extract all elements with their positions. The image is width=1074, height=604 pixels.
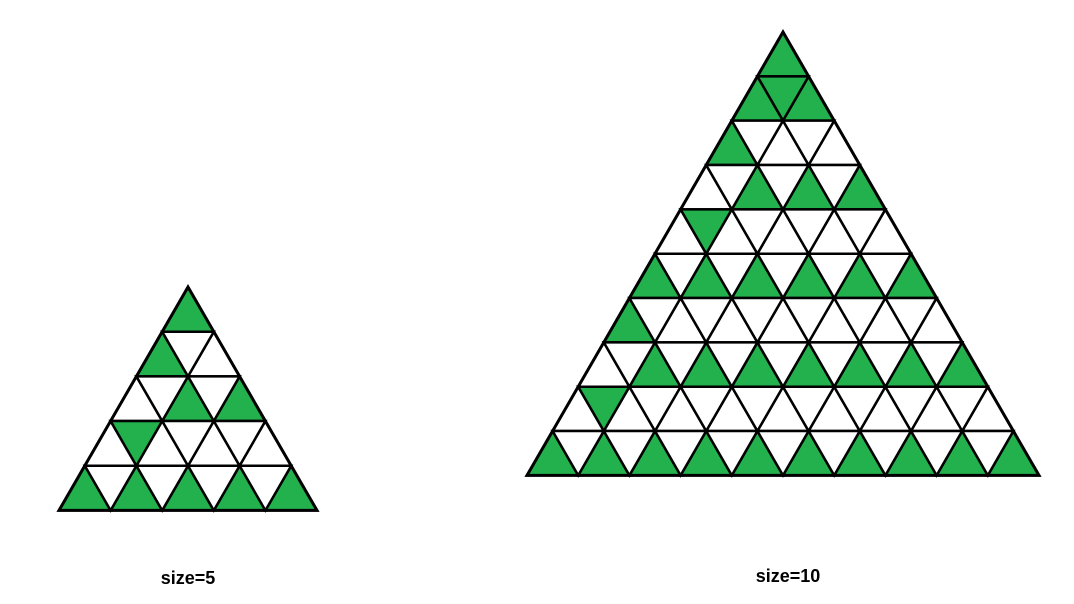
green-cell-down-r4-c0 [678, 208, 734, 257]
green-cell-up-r0-c0 [160, 284, 216, 333]
caption-size-5: size=5 [160, 568, 216, 588]
white-cell-down-r2-c1 [780, 119, 837, 168]
white-cell-down-r8-c6 [883, 385, 939, 434]
white-cell-down-r5-c4 [857, 252, 914, 301]
white-cell-down-r3-c2 [806, 163, 862, 212]
white-cell-down-r7-c6 [908, 341, 965, 390]
white-cell-down-r4-c3 [832, 208, 888, 257]
white-cell-down-r3-c0 [704, 163, 760, 212]
white-cell-down-r9-c1 [601, 429, 658, 478]
white-cell-down-r2-c0 [134, 375, 191, 424]
white-cell-down-r4-c1 [134, 464, 191, 513]
white-cell-down-r5-c2 [755, 252, 811, 301]
triangle-outline [56, 284, 320, 512]
white-cell-down-r8-c3 [729, 385, 786, 434]
white-cell-down-r5-c0 [652, 252, 709, 301]
white-cell-down-r5-c3 [806, 252, 862, 301]
triangle-outline [524, 28, 1042, 477]
white-cell-down-r7-c5 [857, 341, 914, 390]
white-cell-down-r9-c2 [652, 429, 709, 478]
white-cell-down-r6-c0 [627, 296, 683, 345]
green-cell-up-r0-c0 [755, 29, 811, 78]
white-cell-down-r6-c5 [883, 296, 939, 345]
white-cell-down-r4-c1 [729, 208, 786, 257]
white-cell-down-r9-c3 [704, 429, 760, 478]
green-cell-down-r1-c0 [755, 75, 811, 124]
white-cell-down-r8-c1 [627, 385, 683, 434]
white-cell-down-r4-c0 [82, 464, 139, 513]
white-cell-down-r6-c2 [729, 296, 786, 345]
white-cell-down-r9-c6 [857, 429, 914, 478]
white-cell-down-r7-c3 [755, 341, 811, 390]
white-cell-down-r8-c7 [934, 385, 990, 434]
white-cell-down-r9-c4 [755, 429, 811, 478]
white-cell-down-r4-c3 [237, 464, 294, 513]
white-cell-down-r3-c1 [755, 163, 811, 212]
white-cell-down-r1-c0 [160, 330, 216, 379]
white-cell-down-r7-c2 [704, 341, 760, 390]
white-cell-down-r8-c4 [780, 385, 837, 434]
triangle-size-5 [56, 284, 320, 513]
white-cell-down-r9-c8 [960, 429, 1016, 478]
white-cell-down-r8-c5 [832, 385, 888, 434]
green-cell-down-r8-c0 [576, 385, 632, 434]
white-cell-down-r6-c4 [832, 296, 888, 345]
white-cell-down-r6-c1 [678, 296, 734, 345]
white-cell-down-r5-c1 [704, 252, 760, 301]
green-cell-down-r3-c0 [108, 419, 165, 469]
white-cell-down-r7-c4 [806, 341, 862, 390]
white-cell-down-r3-c2 [211, 419, 268, 469]
white-cell-down-r2-c1 [185, 375, 242, 424]
white-cell-down-r8-c2 [678, 385, 734, 434]
white-cell-down-r6-c3 [780, 296, 837, 345]
white-cell-down-r4-c2 [185, 464, 242, 513]
white-cell-down-r7-c0 [601, 341, 658, 390]
white-cell-down-r9-c7 [908, 429, 965, 478]
white-cell-down-r9-c0 [550, 429, 606, 478]
white-cell-down-r4-c2 [780, 208, 837, 257]
white-cell-down-r3-c1 [160, 419, 216, 469]
triangle-size-10 [524, 28, 1042, 478]
white-cell-down-r9-c5 [806, 429, 862, 478]
white-cell-down-r7-c1 [652, 341, 709, 390]
white-cell-down-r2-c0 [729, 119, 786, 168]
caption-size-10: size=10 [755, 566, 821, 586]
